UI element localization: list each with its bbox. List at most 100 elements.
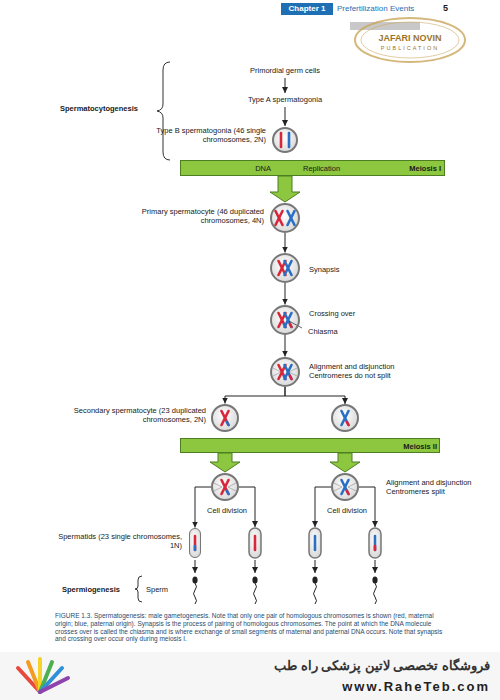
cell-circle: Type B spermatogonia (46 single chromoso… xyxy=(272,127,298,153)
sperm-tail xyxy=(374,583,377,604)
cell-circle: Crossing overChiasma xyxy=(270,305,300,335)
cell-fills xyxy=(332,405,358,431)
chapter-tab xyxy=(281,3,333,15)
flow-arrow xyxy=(285,233,286,253)
chromatid xyxy=(222,480,229,494)
node-text: Synapsis xyxy=(309,265,389,274)
node-text: Meiosis I xyxy=(381,164,441,173)
cell-circle: Alignment and disjunction Centromeres sp… xyxy=(331,473,359,501)
cell-fills xyxy=(189,528,201,558)
chromatid xyxy=(285,313,292,327)
figure-caption: FIGURE 1.3. Spermatogenesis: male gameto… xyxy=(55,612,450,643)
meiosis-band: Meiosis II xyxy=(180,438,440,453)
shop-logo xyxy=(18,659,68,692)
flow-arrows xyxy=(285,387,345,404)
spermatid-cell: Spermatids (23 single chromosomes, 1N) xyxy=(189,528,201,558)
chromatid xyxy=(222,480,229,494)
chromatid xyxy=(314,536,317,550)
flow-arrow xyxy=(285,283,286,305)
chromatid xyxy=(194,546,197,550)
cell-fills xyxy=(271,254,299,282)
sperm-tail xyxy=(194,583,197,604)
publisher-logo xyxy=(350,18,465,62)
spindle-fibres xyxy=(334,487,342,491)
cell-fills xyxy=(271,358,299,386)
node-text: DNA xyxy=(221,164,271,173)
sperm-head xyxy=(372,576,377,583)
node-text: Cell division xyxy=(201,506,253,515)
stage-label: Type A spermatogonia xyxy=(225,95,345,104)
watermark: PUBLICATION xyxy=(355,45,465,52)
spindle-fibres xyxy=(228,483,236,487)
chromatid xyxy=(276,211,283,225)
chromatid xyxy=(342,411,349,425)
footer-band xyxy=(0,652,500,700)
node-text: Type B spermatogonia (46 single chromoso… xyxy=(139,126,266,144)
cell-fills xyxy=(309,528,321,558)
chromatid xyxy=(347,491,349,494)
cell-fills xyxy=(212,474,238,500)
sperm-head xyxy=(252,576,257,583)
node-text: Replication xyxy=(303,164,363,173)
cell-circle: Alignment and disjunction Centromeres do… xyxy=(270,357,300,387)
stage-label: Sperm xyxy=(146,585,176,594)
chromatid xyxy=(288,133,291,147)
chromatid xyxy=(342,480,349,494)
chromatid xyxy=(290,376,292,379)
chromatid xyxy=(280,133,283,147)
node-text: Primary spermatocyte (46 duplicated chro… xyxy=(132,207,264,225)
chromatid xyxy=(222,411,229,425)
chromatid xyxy=(222,411,229,425)
flow-arrow xyxy=(225,387,285,404)
flow-arrows xyxy=(255,560,256,573)
flow-arrows xyxy=(285,107,286,126)
cell-fills xyxy=(273,128,297,152)
cell-fills xyxy=(271,306,299,334)
block-arrow xyxy=(210,453,240,472)
spindle-fibres xyxy=(214,483,222,487)
logo-ring xyxy=(355,18,465,62)
shop-url: www.RaheTeb.com xyxy=(200,679,490,695)
chapter-number: Chapter 1 xyxy=(281,4,333,14)
background-art xyxy=(329,453,361,473)
watermark: JAFARI NOVIN xyxy=(360,33,460,44)
node-text: Cell division xyxy=(321,506,373,515)
page-number: 5 xyxy=(443,3,458,14)
sperm-head xyxy=(312,576,317,583)
cell-circle: Cell division xyxy=(211,473,239,501)
flow-arrow xyxy=(285,335,286,357)
bracket xyxy=(157,62,170,160)
meiosis-band: DNA Replication Meiosis I xyxy=(180,160,445,176)
flow-arrows xyxy=(315,560,316,573)
sperm-head xyxy=(192,576,197,583)
chapter-title: Prefertilization Events xyxy=(337,4,437,14)
cell-fills xyxy=(249,528,261,558)
cell-fills xyxy=(369,528,381,558)
chromatid xyxy=(285,313,292,327)
flow-arrows xyxy=(285,78,286,93)
node-text: Spermatids (23 single chromosomes, 1N) xyxy=(52,532,182,550)
chromatid xyxy=(288,211,295,225)
chromatid xyxy=(194,536,197,550)
chromatid xyxy=(227,422,229,425)
chromatid xyxy=(285,365,292,379)
phase-label: Spermatocytogenesis xyxy=(60,104,160,113)
bracket xyxy=(135,576,142,602)
node-text: Meiosis II xyxy=(373,442,437,451)
cell-fills xyxy=(189,128,381,558)
chromatid xyxy=(347,422,349,425)
spindle-fibres xyxy=(214,487,222,491)
cell-fills xyxy=(271,204,299,232)
chromatid xyxy=(374,546,377,550)
chromatid xyxy=(276,211,283,225)
chromatid xyxy=(342,411,349,425)
node-text: Secondary spermatocyte (23 duplicated ch… xyxy=(63,406,206,424)
block-arrow xyxy=(330,453,360,472)
chromatid xyxy=(342,480,349,494)
flow-arrows xyxy=(195,560,196,573)
chromatid xyxy=(285,261,292,275)
spindle-fibres xyxy=(348,483,356,487)
chromosomes xyxy=(195,133,375,550)
flow-arrows xyxy=(195,78,375,573)
